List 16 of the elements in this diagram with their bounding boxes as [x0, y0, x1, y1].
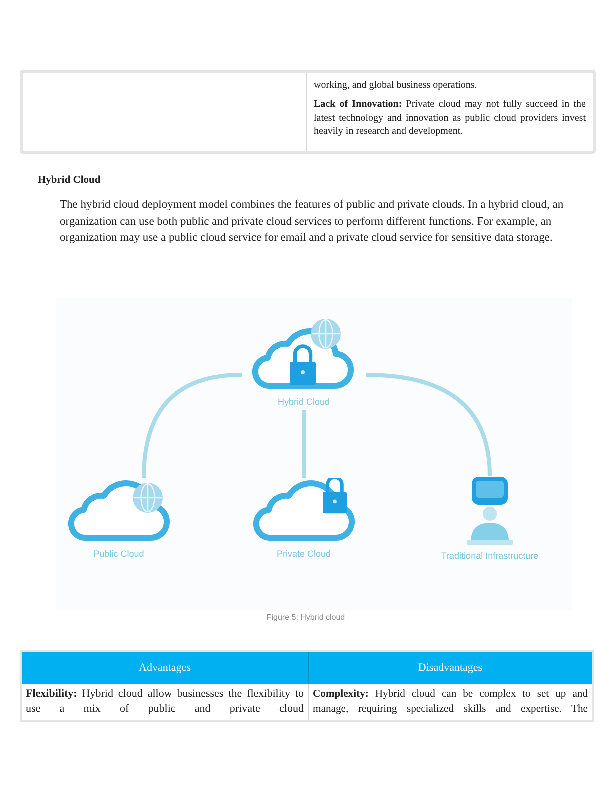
header-text: Disadvantages [418, 661, 483, 675]
node-label: Hybrid Cloud [278, 397, 330, 408]
node-label: Traditional Infrastructure [441, 551, 539, 562]
connector-line [366, 373, 492, 476]
figure-caption: Figure 5: Hybrid cloud [266, 613, 346, 623]
node-label: Public Cloud [94, 549, 144, 560]
node-label: Private Cloud [276, 549, 332, 560]
cell-text: working, and global business operations. [314, 79, 478, 92]
cell-text: Lack of Innovation: Private cloud may not fully succeed in the latest technology and innovation as public cloud providers invest heavily in research and development. [314, 98, 586, 138]
cell-text: Complexity: Hybrid cloud can be complex to set up and manage, requiring specialized skills and expertise. The [313, 688, 588, 717]
connector-line [302, 410, 306, 478]
connector-line [142, 373, 242, 478]
cell-text: Flexibility: Hybrid cloud allow businesses the flexibility to use a mix of public and private cloud [26, 687, 304, 717]
header-text: Advantages [139, 661, 191, 675]
body-paragraph: The hybrid cloud deployment model combines the features of public and private clouds. In a hybrid cloud, an organization can use both public and private cloud services to perform different functions. For example, an organization may use a public cloud service for email and a private cloud service for sensitive data storage. [60, 198, 565, 246]
section-heading: Hybrid Cloud [38, 174, 101, 188]
